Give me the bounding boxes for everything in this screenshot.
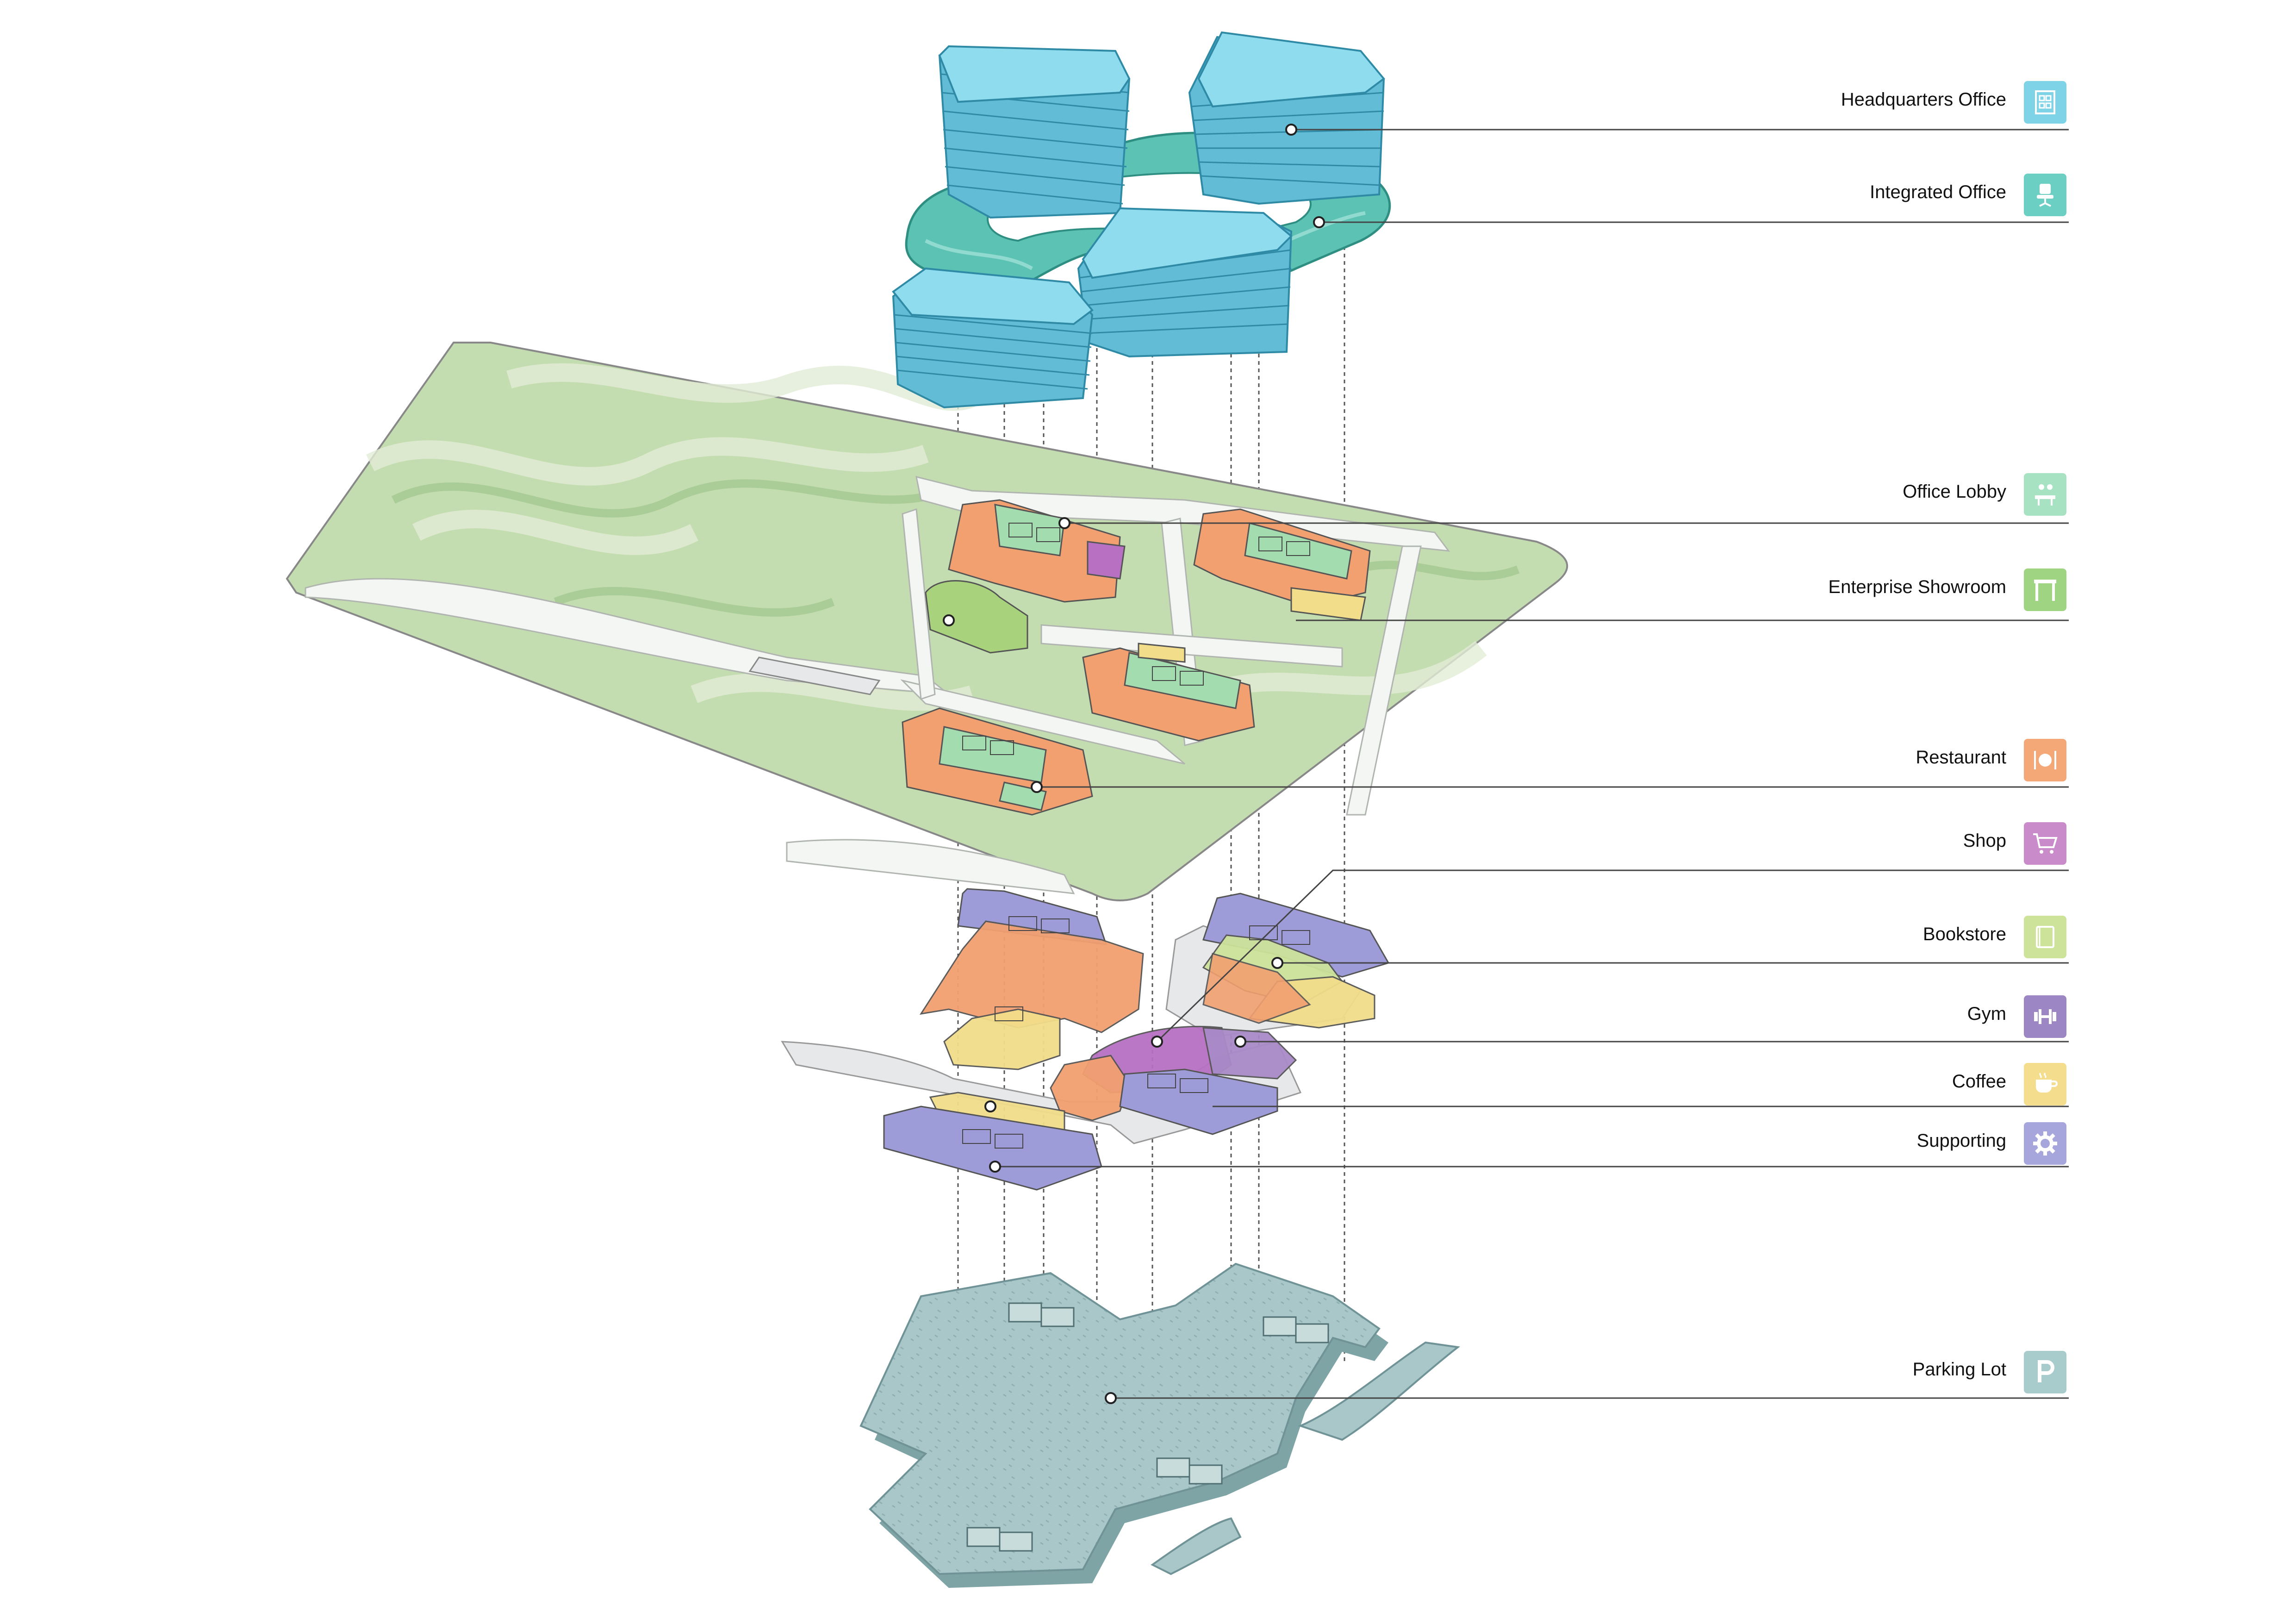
tower-4	[892, 267, 1094, 409]
tower-2	[1188, 31, 1385, 205]
leader-lines	[995, 129, 2069, 1399]
site-level	[286, 342, 1568, 901]
commercial-level	[781, 888, 1390, 1191]
tower-3	[1077, 207, 1293, 358]
tower-1	[938, 45, 1131, 219]
headquarters-towers	[892, 31, 1385, 409]
leader-dots	[943, 124, 1325, 1404]
parking-level	[859, 1262, 1460, 1588]
